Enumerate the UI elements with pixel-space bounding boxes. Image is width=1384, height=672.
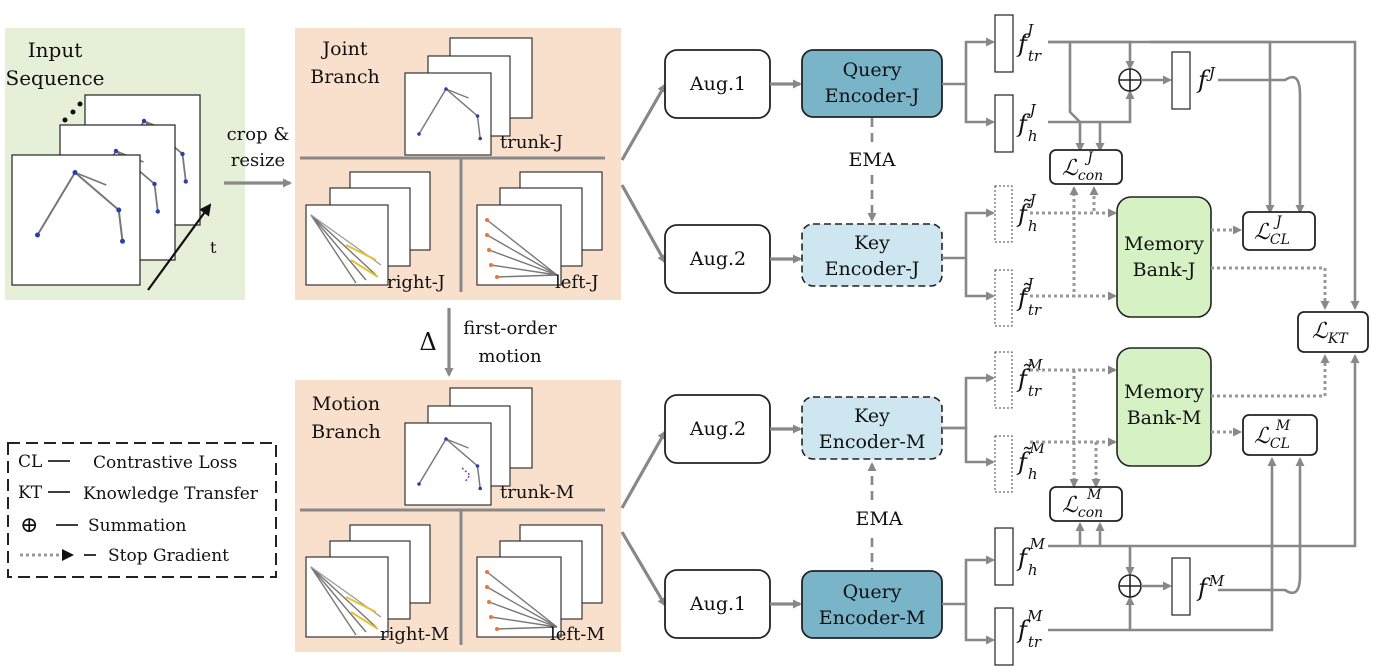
legend-desc-kt: Knowledge Transfer	[83, 484, 259, 504]
joint-branch-title-1: Joint	[320, 38, 367, 60]
motion-branch-title-1: Motion	[312, 393, 380, 415]
ema-bottom-label: EMA	[855, 508, 902, 530]
feature-ft-tr-m	[994, 351, 1013, 409]
f-h-j-label: fhJ	[1016, 101, 1038, 145]
legend-desc-sg: Stop Gradient	[108, 546, 229, 566]
loss-con-j-label: ℒconJ	[1062, 150, 1103, 184]
loss-kt-label: ℒKT	[1312, 319, 1349, 347]
aug-m-top-label: Aug.2	[689, 418, 746, 440]
query-encoder-m-label-2: Encoder-M	[819, 607, 926, 629]
memory-bank-j	[1116, 196, 1212, 318]
svg-text:f̃trM: f̃trM	[1016, 356, 1043, 400]
loss-cl-j	[1242, 211, 1316, 251]
motion-branch-title-2: Branch	[311, 421, 381, 443]
left-j-label: left-J	[555, 272, 599, 293]
memory-bank-j-label-1: Memory	[1124, 233, 1204, 255]
trunk-m-frames	[404, 387, 533, 506]
left-m-frames	[476, 524, 603, 638]
feature-f-tr-j	[994, 14, 1014, 73]
joint-branch-title-2: Branch	[310, 66, 380, 88]
feature-ft-h-m	[994, 435, 1013, 493]
legend-desc-cl: Contrastive Loss	[93, 453, 237, 473]
loss-con-m	[1049, 486, 1123, 522]
loss-con-j	[1049, 149, 1123, 185]
trunk-m-label: trunk-M	[500, 482, 574, 503]
query-encoder-m-label-1: Query	[843, 581, 902, 603]
feature-f-m	[1171, 557, 1191, 616]
f-tr-m-label: ftrM	[1016, 607, 1043, 651]
left-j-frames	[476, 171, 603, 286]
svg-text:fM: fM	[1196, 572, 1225, 602]
loss-cl-j-label: ℒCLJ	[1254, 214, 1290, 248]
svg-text:ftrM: ftrM	[1016, 607, 1043, 651]
svg-text:fJ: fJ	[1196, 64, 1216, 94]
ft-tr-j-label: f̃trJ	[1016, 275, 1042, 319]
legend-key-kt: KT	[18, 483, 43, 503]
aug-m-bottom-label: Aug.1	[689, 593, 746, 615]
ema-top-label: EMA	[848, 149, 895, 171]
delta-label-1: first-order	[463, 318, 557, 339]
svg-text:f̃hJ: f̃hJ	[1016, 191, 1038, 235]
right-j-label: right-J	[387, 272, 445, 293]
left-m-label: left-M	[550, 624, 605, 645]
aug-j-bottom-label: Aug.2	[689, 248, 746, 270]
input-title-2: Sequence	[6, 66, 105, 90]
feature-f-h-m	[994, 527, 1014, 586]
legend-key-cl: CL	[18, 452, 42, 472]
svg-text:f̃trJ: f̃trJ	[1016, 275, 1042, 319]
feature-f-j	[1171, 51, 1191, 110]
loss-cl-m-label: ℒCLM	[1254, 418, 1291, 452]
trunk-j-label: trunk-J	[500, 132, 563, 153]
loss-con-m-label: ℒconM	[1062, 487, 1103, 521]
right-j-frames	[305, 171, 431, 286]
time-arrow	[147, 203, 212, 291]
loss-kt	[1297, 311, 1369, 353]
delta-symbol: Δ	[419, 328, 436, 356]
svg-text:ftrJ: ftrJ	[1016, 21, 1042, 65]
key-encoder-j	[801, 223, 943, 287]
query-encoder-j-label-2: Encoder-J	[825, 85, 920, 107]
key-encoder-m-label-1: Key	[854, 405, 890, 427]
legend-sum-icon: ⊕	[20, 513, 38, 538]
delta-label-2: motion	[478, 346, 542, 367]
aug-j-top-label: Aug.1	[689, 73, 746, 95]
f-h-m-label: fhM	[1016, 535, 1046, 579]
feature-ft-h-j	[994, 185, 1013, 243]
feature-f-h-j	[994, 94, 1014, 153]
input-frames	[11, 94, 201, 286]
ft-h-j-label: f̃hJ	[1016, 191, 1038, 235]
crop-label-1: crop &	[227, 124, 290, 145]
svg-text:fhJ: fhJ	[1016, 101, 1038, 145]
f-tr-j-label: ftrJ	[1016, 21, 1042, 65]
query-encoder-j-label-1: Query	[843, 59, 902, 81]
legend-desc-sum: Summation	[88, 516, 186, 536]
input-title-1: Input	[28, 38, 83, 62]
ft-tr-m-label: f̃trM	[1016, 356, 1043, 400]
key-encoder-j-label-2: Encoder-J	[825, 258, 920, 280]
memory-bank-m	[1116, 347, 1212, 467]
feature-ft-tr-j	[994, 269, 1013, 327]
memory-bank-m-label-2: Bank-M	[1127, 407, 1202, 429]
time-label: t	[210, 238, 217, 257]
key-encoder-j-label-1: Key	[854, 232, 890, 254]
right-m-label: right-M	[380, 624, 449, 645]
key-encoder-m-label-2: Encoder-M	[819, 431, 926, 453]
svg-text:f̃hM: f̃hM	[1016, 439, 1046, 483]
feature-f-tr-m	[994, 607, 1014, 666]
crop-label-2: resize	[231, 150, 285, 171]
right-m-frames	[305, 524, 431, 638]
ft-h-m-label: f̃hM	[1016, 439, 1046, 483]
memory-bank-m-label-1: Memory	[1124, 381, 1204, 403]
loss-cl-m	[1242, 414, 1318, 456]
memory-bank-j-label-2: Bank-J	[1133, 259, 1196, 281]
svg-text:fhM: fhM	[1016, 535, 1046, 579]
trunk-j-frames	[404, 37, 533, 156]
